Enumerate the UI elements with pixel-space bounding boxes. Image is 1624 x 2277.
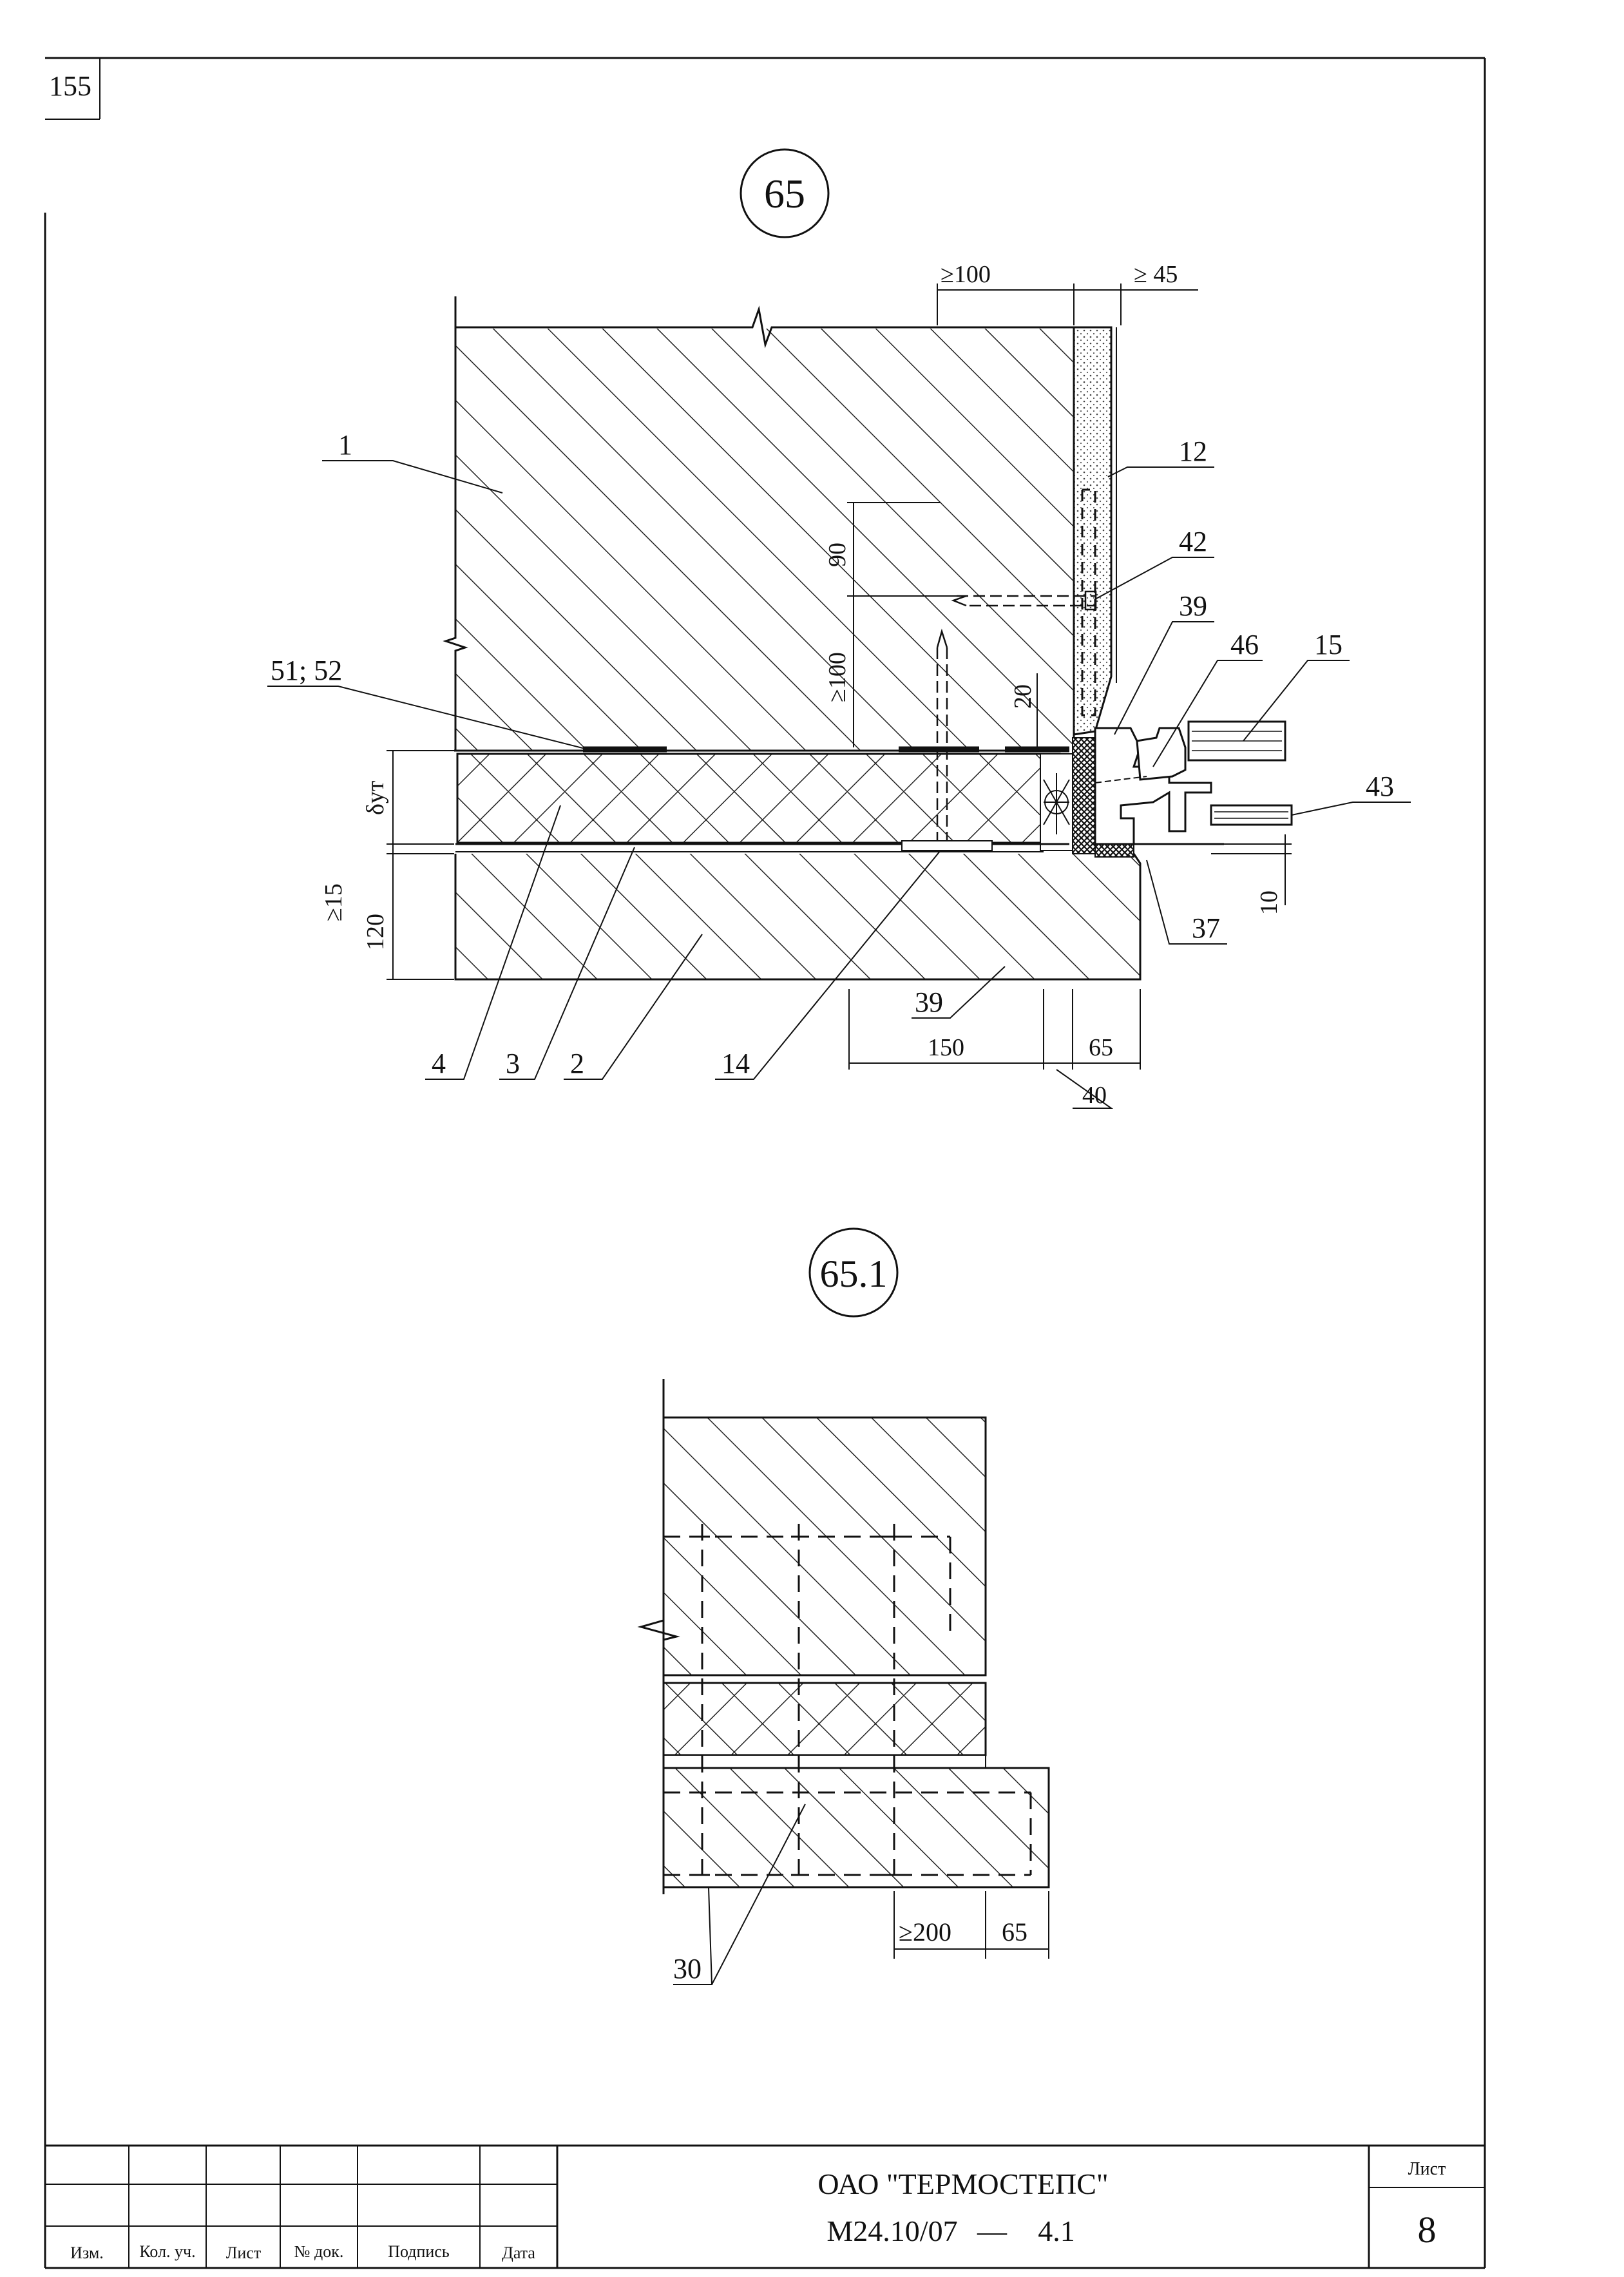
detail-65-1-callout: [808, 1227, 899, 1318]
dim-d-ut: δут: [362, 780, 389, 815]
doc-code: М24.10/07: [826, 2215, 957, 2247]
insulation-section: [662, 1682, 987, 1756]
sealant-39: [1072, 737, 1096, 854]
bonding-strips: [454, 746, 1069, 753]
leader-label-42: 42: [1179, 526, 1207, 557]
wall-break-top: [455, 305, 1074, 349]
sheet-frame: [44, 57, 1486, 2269]
org-name: ОАО "ТЕРМОСТЕПС": [817, 2167, 1108, 2200]
fastener-46: [1094, 776, 1147, 783]
col-list: Лист: [226, 2243, 261, 2262]
dimension-lines: [387, 283, 1292, 1070]
doc-section: 4.1: [1038, 2215, 1075, 2247]
leader-label-46: 46: [1230, 629, 1259, 660]
dim-vert-90: 90: [824, 543, 851, 567]
plaster-layer: [1073, 326, 1113, 736]
floor-slab-outline: [454, 853, 1142, 981]
dim-bottom-40: 40: [1082, 1082, 1107, 1109]
hidden-anchor: [1081, 488, 1096, 716]
leader-label-12: 12: [1179, 436, 1207, 467]
dim-left-120: 120: [362, 914, 389, 950]
floor-slab: [455, 854, 1140, 979]
dimension-lines-65-1: [893, 1891, 1049, 1959]
dim-bottom-150: 150: [928, 1034, 964, 1061]
detail-65-1-callout-label: 65.1: [820, 1253, 888, 1295]
dim-right-10: 10: [1256, 890, 1283, 915]
wall-outline: [443, 296, 468, 751]
dim-vert-100: ≥100: [824, 652, 851, 702]
sheet-number: 8: [1418, 2209, 1437, 2251]
leader-label-51-52: 51; 52: [271, 655, 342, 686]
detail-65: 65: [267, 148, 1411, 1109]
sheet-label: Лист: [1408, 2159, 1446, 2179]
dimension-texts: ≥100 ≥ 45 90 ≥100 20 δут ≥15 120 150 65 …: [320, 261, 1283, 1109]
leader-label-37: 37: [1192, 912, 1220, 944]
anchor-plate: [901, 840, 993, 851]
title-block: [45, 2144, 1485, 2268]
spring-clip: [1043, 773, 1070, 834]
dowel-42: [951, 590, 1097, 611]
dim-vert-20: 20: [1009, 684, 1036, 709]
slab-section: [662, 1767, 1050, 1888]
doc-dash: —: [977, 2215, 1008, 2247]
col-izm: Изм.: [70, 2243, 104, 2262]
leader-lines-30: [673, 1803, 806, 1985]
detail-65-callout-label: 65: [764, 171, 805, 216]
dim-65: 65: [1002, 1917, 1027, 1946]
leader-label-30: 30: [673, 1953, 702, 1984]
leader-label-14: 14: [721, 1048, 750, 1079]
col-date: Дата: [502, 2243, 535, 2262]
dim-top-left: ≥100: [941, 261, 991, 288]
hidden-reinforcement: [664, 1524, 1032, 1876]
leader-labels: 1 12 42 39 46 15 51; 52 43 37 39 4 3 2 1…: [271, 429, 1394, 1079]
leader-label-2: 2: [570, 1048, 584, 1079]
leader-label-39a: 39: [1179, 590, 1207, 622]
leader-label-1: 1: [338, 429, 352, 461]
wall-masonry: [455, 329, 1074, 751]
dim-top-right: ≥ 45: [1134, 261, 1178, 288]
col-doc: № док.: [294, 2242, 344, 2261]
col-podp: Подпись: [388, 2242, 450, 2261]
window-frame-profile: [1094, 720, 1293, 845]
leader-label-3: 3: [506, 1048, 520, 1079]
title-block-headers: Изм. Кол. уч. Лист № док. Подпись Дата: [70, 2242, 535, 2262]
insulation-layer: [456, 753, 1061, 844]
leader-lines: [267, 460, 1411, 1109]
dim-200: ≥200: [899, 1917, 951, 1946]
section-break: [637, 1379, 680, 1894]
detail-65-callout: [740, 148, 830, 238]
sheet-corner-number: 155: [49, 70, 91, 102]
dim-bottom-65: 65: [1089, 1034, 1113, 1061]
col-kol: Кол. уч.: [139, 2242, 195, 2261]
dim-left-15: ≥15: [320, 883, 347, 921]
leader-label-4: 4: [432, 1048, 446, 1079]
leader-label-43: 43: [1366, 771, 1394, 802]
leader-label-39b: 39: [915, 986, 943, 1018]
screed-section: [663, 1754, 986, 1769]
leader-label-15: 15: [1314, 629, 1342, 660]
wall-section: [662, 1416, 987, 1677]
rebar-crosses: [694, 1535, 902, 1876]
detail-65-1: 65.1 ≥2: [637, 1227, 1050, 1985]
